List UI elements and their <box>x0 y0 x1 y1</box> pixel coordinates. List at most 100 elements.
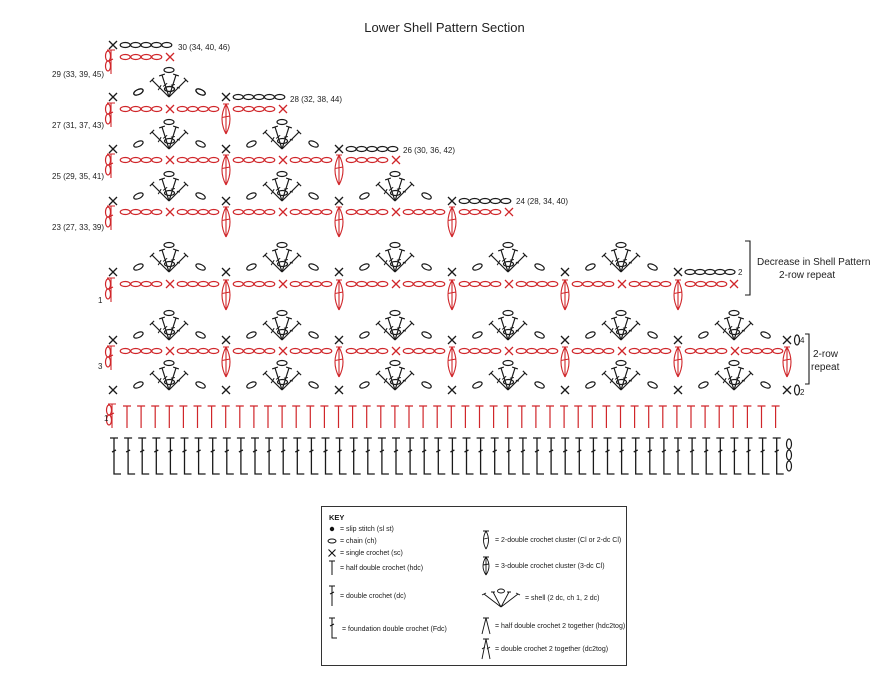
shell-dc-top <box>398 316 406 320</box>
single-crochet-symbol <box>278 346 288 356</box>
single-crochet-symbol <box>673 335 683 345</box>
shell-dc-top <box>522 252 528 258</box>
chain-symbol <box>639 347 651 355</box>
chain-symbol <box>472 381 483 389</box>
chain-symbol <box>187 347 199 355</box>
shell-dc-symbol <box>500 249 509 273</box>
chain-symbol <box>308 331 319 339</box>
shell-dc-bar <box>383 188 388 195</box>
fdc-symbol <box>589 437 601 475</box>
chain-symbol <box>310 347 322 355</box>
shell-dc-top <box>296 181 302 187</box>
shell-dc-top <box>522 370 528 376</box>
chain-symbol <box>366 156 378 164</box>
shell-dc-bar <box>283 188 288 190</box>
key-item-chain: = chain (ch) <box>327 536 377 546</box>
chain-symbol <box>264 105 276 113</box>
decrease-annotation-line1: Decrease in Shell Pattern <box>757 257 871 268</box>
single-crochet-symbol <box>730 346 740 356</box>
shell-dc-top <box>183 77 189 83</box>
chain-symbol <box>197 280 209 288</box>
chain-symbol <box>246 381 257 389</box>
chain-symbol <box>104 206 112 218</box>
shell-dc-top <box>511 316 519 320</box>
shell-dc-bar <box>170 259 175 261</box>
chain-symbol <box>232 208 244 216</box>
shell-dc-symbol <box>620 249 629 273</box>
shell-dc-symbol <box>603 254 622 273</box>
shell-dc-symbol <box>264 372 283 391</box>
chain-symbol <box>628 347 640 355</box>
chain-symbol <box>423 208 435 216</box>
shell-dc-top <box>488 252 494 258</box>
chain-symbol <box>377 347 389 355</box>
shell-dc-symbol <box>387 178 396 202</box>
shell-dc-top <box>262 129 268 135</box>
fdc-symbol <box>688 437 700 475</box>
chain-symbol <box>187 280 199 288</box>
shell-dc-bar <box>496 259 501 266</box>
shell-dc-top <box>158 125 166 129</box>
shell-dc-bar <box>162 82 168 87</box>
chain-symbol <box>276 328 289 336</box>
chain-symbol <box>195 331 206 339</box>
chain-symbol <box>276 309 288 317</box>
chain-symbol <box>308 381 319 389</box>
shell-dc-top <box>375 181 381 187</box>
key-item-hdc2tog: = half double crochet 2 together (hdc2to… <box>480 617 625 635</box>
chain-symbol <box>603 347 615 355</box>
shell-dc-symbol <box>507 317 516 341</box>
chain-symbol <box>502 378 515 386</box>
shell-dc-symbol <box>264 131 283 150</box>
chain-symbol <box>479 208 491 216</box>
shell-dc-top <box>511 248 519 252</box>
shell-dc-symbol <box>168 178 177 202</box>
chain-symbol <box>163 118 175 126</box>
fdc-symbol <box>631 437 643 475</box>
shell-dc-symbol <box>168 367 177 391</box>
shell-dc-symbol <box>151 322 170 341</box>
shell-dc-symbol <box>274 367 283 391</box>
chain-symbol <box>253 105 265 113</box>
shell-dc-symbol <box>394 367 403 391</box>
single-crochet-symbol <box>504 279 514 289</box>
chain-symbol <box>176 280 188 288</box>
chain-symbol <box>647 263 658 271</box>
chain-symbol <box>232 156 244 164</box>
shell-dc-symbol <box>151 372 170 391</box>
shell-dc-top <box>296 320 302 326</box>
shell-dc-bar <box>735 377 740 379</box>
chain-symbol <box>151 280 163 288</box>
chain-symbol <box>490 280 502 288</box>
shell-dc-top <box>384 177 392 181</box>
chain-symbol <box>264 156 276 164</box>
hdc-symbol <box>179 405 188 428</box>
hdc-symbol <box>658 405 667 428</box>
single-crochet-symbol <box>504 346 514 356</box>
chain-symbol <box>264 347 276 355</box>
fdc-symbol <box>533 437 544 475</box>
fdc-symbol <box>772 437 784 475</box>
shell-dc-top <box>172 366 180 370</box>
shell-dc-top <box>271 316 279 320</box>
hdc-symbol <box>461 405 470 428</box>
shell-dc-bar <box>270 377 275 384</box>
hdc-symbol <box>546 405 554 428</box>
shell-dc-bar <box>170 84 175 86</box>
chain-symbol <box>751 347 763 355</box>
shell-dc-symbol <box>500 367 509 391</box>
fdc-symbol <box>222 437 234 475</box>
chain-symbol <box>253 208 265 216</box>
fdc-symbol <box>349 437 361 475</box>
shell-dc-bar <box>176 138 180 141</box>
chain-symbol <box>502 328 515 336</box>
shell-dc-symbol <box>161 74 170 98</box>
shell-dc-symbol <box>394 178 403 202</box>
chain-symbol <box>615 241 627 249</box>
chain-symbol <box>356 156 368 164</box>
shell-dc-symbol <box>377 372 396 391</box>
fdc-symbol <box>124 437 136 475</box>
chain-symbol <box>716 280 728 288</box>
chain-symbol <box>389 328 402 336</box>
hdc-symbol <box>715 405 724 428</box>
